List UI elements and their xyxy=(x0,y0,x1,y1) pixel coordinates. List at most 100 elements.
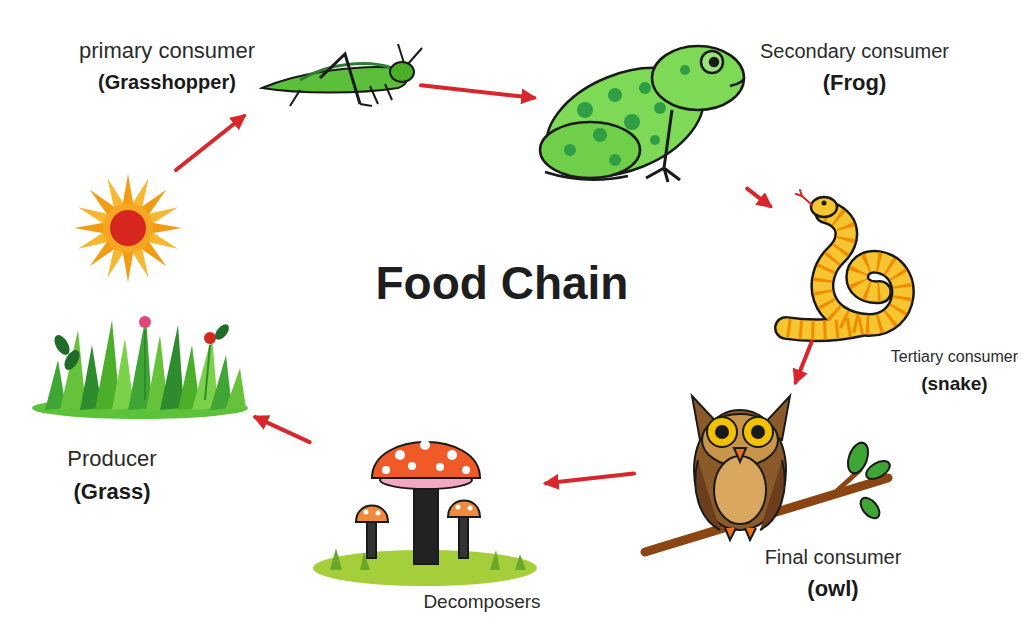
organism-node: Tertiary consumer(snake) xyxy=(775,188,912,336)
sun-part xyxy=(103,203,153,253)
role-label: Decomposers xyxy=(423,589,540,615)
role-label: primary consumer xyxy=(79,36,255,66)
mushrooms-part xyxy=(364,510,369,515)
grasshopper-part xyxy=(385,84,392,100)
food-arrow xyxy=(255,417,309,442)
grasshopper-part xyxy=(262,67,407,93)
snake-part xyxy=(811,197,837,217)
role-label: Secondary consumer xyxy=(760,38,949,65)
frog-part xyxy=(609,154,621,166)
grass-part xyxy=(204,332,216,344)
organism-name: (snake) xyxy=(891,371,1018,397)
frog-part xyxy=(701,51,723,73)
organism-node: primary consumer(Grasshopper) xyxy=(258,40,415,112)
mushrooms-part xyxy=(468,506,473,511)
frog-part xyxy=(639,82,651,94)
grass-part xyxy=(139,316,151,328)
frog-part xyxy=(624,114,640,130)
grasshopper-part xyxy=(408,48,422,64)
sun-part xyxy=(110,210,146,246)
sun-part xyxy=(74,222,108,234)
food-arrow xyxy=(747,189,770,207)
role-label: Tertiary consumer xyxy=(891,346,1018,368)
grasshopper xyxy=(262,44,422,106)
grass-part xyxy=(225,368,246,410)
mushrooms-part xyxy=(376,511,381,516)
frog-part xyxy=(545,172,628,179)
grasshopper-part xyxy=(398,44,404,63)
organism-label: Final consumer (owl) xyxy=(765,544,902,604)
organism-name: (Frog) xyxy=(760,68,949,98)
mushrooms-part xyxy=(436,463,444,471)
owl-part xyxy=(734,448,746,462)
grass xyxy=(32,315,248,419)
sun xyxy=(74,174,182,282)
mushrooms-part xyxy=(414,478,438,564)
snake-part xyxy=(786,212,903,330)
grass-part xyxy=(212,322,231,342)
grass-part xyxy=(128,315,152,410)
frog-part xyxy=(680,65,690,75)
organism-label: Tertiary consumer (snake) xyxy=(891,346,1018,396)
owl-part xyxy=(716,426,728,438)
owl-part xyxy=(863,457,893,482)
organism-label: Decomposers xyxy=(423,589,540,615)
sun-part xyxy=(148,222,182,234)
sun-part xyxy=(122,248,134,282)
mushrooms-part xyxy=(448,501,480,518)
frog-part xyxy=(577,102,593,118)
organism-label: primary consumer (Grasshopper) xyxy=(79,36,255,96)
owl-part xyxy=(707,417,737,447)
frog-part xyxy=(564,65,690,166)
owl-part xyxy=(702,414,778,466)
organism-node: Secondary consumer(Frog) xyxy=(540,35,748,185)
frog-part xyxy=(654,102,666,114)
organism-name: (Grasshopper) xyxy=(79,69,255,96)
mushrooms-part xyxy=(395,450,405,460)
grasshopper-part xyxy=(360,104,372,106)
food-arrow xyxy=(796,342,812,383)
frog-part xyxy=(608,88,622,102)
grasshopper-part xyxy=(320,54,360,104)
frog-part xyxy=(650,135,660,145)
owl-part xyxy=(752,426,764,438)
mushrooms-part xyxy=(447,450,457,460)
frog-part xyxy=(564,144,576,156)
grasshopper-part xyxy=(290,90,300,106)
owl-part xyxy=(695,460,720,530)
grass-part xyxy=(160,325,184,410)
mushrooms-part xyxy=(456,505,461,510)
organism-label: Producer(Grass) xyxy=(67,444,156,506)
frog-part xyxy=(730,78,744,86)
frog-part xyxy=(593,128,607,142)
organism-label: Secondary consumer (Frog) xyxy=(760,38,949,98)
owl-part xyxy=(857,494,883,521)
role-label: Final consumer xyxy=(765,544,902,571)
grass-part xyxy=(144,330,146,400)
organism-name: (owl) xyxy=(765,574,902,604)
grasshopper-part xyxy=(370,86,378,104)
mushrooms-part xyxy=(356,506,388,523)
owl-part xyxy=(694,410,786,530)
organism-node: Decomposers xyxy=(315,405,540,588)
grass-part xyxy=(205,345,210,400)
food-arrow xyxy=(421,85,534,98)
sun-part xyxy=(122,174,134,208)
mushrooms-part xyxy=(408,462,416,470)
role-label: Producer xyxy=(67,444,156,474)
frog-part xyxy=(540,122,640,178)
mushrooms-part xyxy=(420,440,430,450)
organism-node: Producer(Grass) xyxy=(35,310,250,420)
snake-part xyxy=(822,201,827,206)
mushrooms-part xyxy=(382,440,470,474)
mushrooms xyxy=(313,440,537,586)
organism-name: (Grass) xyxy=(67,477,156,507)
food-arrow xyxy=(546,474,634,484)
frog-part xyxy=(710,58,718,66)
mushrooms-part xyxy=(367,520,376,558)
snake-part xyxy=(796,190,812,205)
snake xyxy=(786,190,903,330)
owl-part xyxy=(760,460,785,530)
mushrooms-part xyxy=(459,515,468,558)
